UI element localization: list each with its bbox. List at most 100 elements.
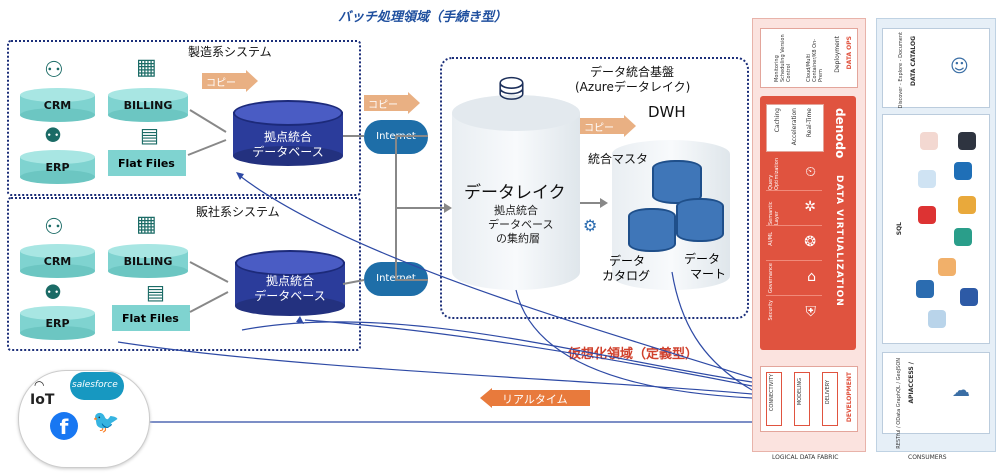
data-platform-box (440, 57, 749, 319)
api-label: APIACCESS / (908, 362, 915, 404)
hub-db-label-2: データベース (254, 289, 326, 303)
cloud-label: Cloud/Multi Container/K8 On-Prem (806, 38, 824, 82)
fabric-label: LOGICAL DATA FABRIC (772, 454, 839, 461)
catalog-label-2: カタログ (602, 269, 651, 283)
mart-label-2: マート (690, 267, 727, 281)
data-catalog-box (882, 28, 990, 108)
denodo-product-label: DATA VIRTUALIZATION (834, 175, 844, 307)
sales-system-box (7, 197, 361, 351)
sales-flatfiles-box (112, 305, 190, 331)
data-lake-title: データレイク (464, 183, 566, 203)
microstrategy-icon (954, 228, 972, 246)
delivery-step (822, 372, 838, 426)
looker-icon (958, 196, 976, 214)
sales-erp-db: ERP (20, 306, 95, 340)
real-time-label: Real-Time (806, 108, 813, 138)
mfg-system-title: 製造系システム (188, 45, 272, 59)
consumers-label: CONSUMERS (908, 454, 947, 461)
clock-icon: ⏲ (805, 164, 816, 180)
sas-icon (954, 162, 972, 180)
copy-arrow-1: コピー (202, 70, 258, 92)
facebook-icon: f (50, 412, 78, 440)
copy-label: コピー (584, 123, 614, 134)
hub-db-label-1: 拠点統合 (263, 130, 312, 144)
realtime-box (766, 104, 824, 152)
mfg-hub-db: 拠点統合 データベース (233, 100, 343, 166)
acceleration-label: Acceleration (791, 108, 798, 146)
mfg-billing-label: BILLING (123, 99, 173, 112)
copy-arrow-3: コピー (580, 115, 636, 137)
python-icon (960, 288, 978, 306)
connectivity-step (766, 372, 782, 426)
building-icon: ⌂ (807, 269, 816, 285)
feature-list: Query Optimization ⏲ Semantic Layer ✲ AI… (766, 156, 822, 330)
feature-security: Security ⛨ (768, 300, 817, 321)
sales-crm-db: CRM (20, 244, 95, 278)
data-catalog-sub: Discover - Explore - Document (898, 32, 904, 109)
database-icon (928, 310, 946, 328)
copy-arrow-2: コピー (364, 92, 420, 114)
brain-icon: ❂ (804, 234, 816, 250)
data-platform-title: データ統合基盤 (590, 65, 675, 79)
shield-icon: ⛨ (805, 304, 817, 320)
feature-aiml: AI/ML ❂ (766, 226, 822, 261)
sales-flatfiles-label: Flat Files (122, 312, 179, 325)
mfg-system-box (7, 40, 361, 196)
file-icon: ▤ (140, 123, 159, 147)
qlik-icon (958, 132, 976, 150)
development-label: DEVELOPMENT (846, 372, 853, 423)
analytics-icon (918, 170, 936, 188)
data-lake-line1: 拠点統合 (494, 204, 538, 217)
copy-label: コピー (368, 100, 398, 111)
catalog-db-icon (628, 208, 676, 252)
realtime-arrow: リアルタイム (480, 388, 590, 408)
feature-governance: Governance ⌂ (766, 261, 822, 296)
data-ops-label: DATA OPS (846, 36, 853, 70)
dwh-title: DWH (648, 103, 686, 121)
copy-label: コピー (206, 78, 236, 89)
hub-db-label-1: 拠点統合 (265, 274, 314, 288)
master-label: 統合マスタ (588, 152, 649, 166)
realtime-label: リアルタイム (502, 393, 568, 406)
connectivity-label: CONNECTIVITY (769, 374, 775, 412)
wifi-icon: ◠ (34, 378, 45, 392)
data-catalog-label: DATA CATALOG (910, 36, 917, 87)
delivery-label: DELIVERY (825, 380, 831, 405)
mart-db-icon (676, 198, 724, 242)
sales-system-title: 販社系システム (196, 205, 280, 219)
modeling-step (794, 372, 810, 426)
twitter-icon: 🐦 (92, 410, 120, 435)
mfg-flatfiles-box (108, 150, 186, 176)
api-sub: RESTful / OData GraphQL / GeoJSON (896, 358, 902, 449)
spark-icon (916, 280, 934, 298)
people-network-icon: ⚇ (44, 215, 64, 240)
modeling-label: MODELING (797, 378, 803, 406)
data-lake-line3: の集約層 (496, 232, 540, 245)
mart-label-1: データ (684, 252, 721, 266)
catalog-label-1: データ (609, 254, 646, 268)
database-network-icon: ⛁ (498, 70, 525, 108)
sales-erp-label: ERP (45, 317, 70, 330)
network-icon: ✲ (804, 199, 816, 215)
gear-icon: ⚙ (583, 216, 598, 235)
meeting-icon: ⚉ (44, 280, 62, 304)
sales-crm-label: CRM (43, 255, 72, 268)
powerbi-icon (918, 206, 936, 224)
data-lake-line2: データベース (488, 218, 554, 231)
api-box (882, 352, 990, 434)
mfg-erp-db: ERP (20, 150, 95, 184)
sales-hub-db: 拠点統合 データベース (235, 250, 345, 316)
caching-label: Caching (774, 108, 781, 133)
data-ops-box (760, 28, 858, 88)
salesforce-logo (70, 372, 124, 400)
data-platform-subtitle: (Azureデータレイク) (575, 80, 691, 94)
team-icon: ☺ (950, 56, 969, 77)
feature-query: Query Optimization ⏲ (766, 156, 822, 191)
file-icon: ▤ (146, 280, 165, 304)
denodo-logo: denodo (833, 108, 847, 159)
cloud-api-icon: ☁ (952, 380, 970, 401)
feature-semantic: Semantic Layer ✲ (766, 191, 822, 226)
mfg-crm-db: CRM (20, 88, 95, 122)
data-lake-top (452, 95, 580, 131)
mfg-crm-label: CRM (43, 99, 72, 112)
